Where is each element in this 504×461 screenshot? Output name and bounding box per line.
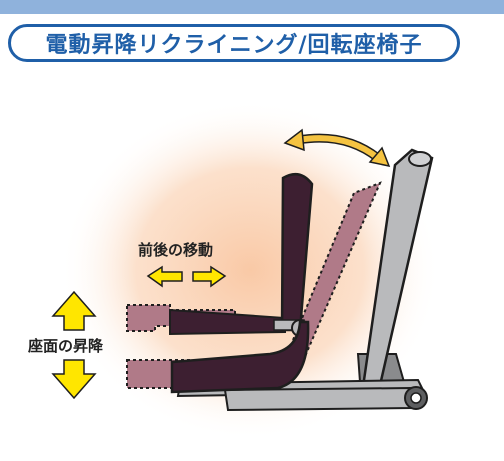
chair-base — [176, 148, 434, 412]
title-banner: 電動昇降リクライニング/回転座椅子 — [8, 24, 460, 62]
chair-seat — [169, 172, 314, 394]
glow-background — [60, 100, 440, 440]
lift-down-arrow — [51, 359, 97, 400]
page-title: 電動昇降リクライニング/回転座椅子 — [45, 33, 423, 58]
move-right-arrow — [192, 265, 227, 288]
top-bar — [0, 0, 504, 14]
lift-up-arrow — [51, 290, 97, 331]
label-seat-lift: 座面の昇降 — [28, 337, 104, 355]
label-forward-back: 前後の移動 — [138, 241, 214, 259]
move-left-arrow — [146, 265, 183, 288]
recline-arrow — [283, 128, 391, 168]
